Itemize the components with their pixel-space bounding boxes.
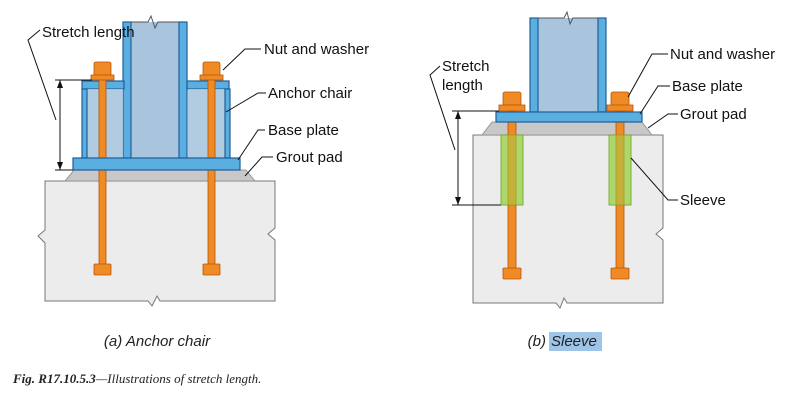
panel-b-column xyxy=(534,18,602,112)
panel-b-leader-sleeve xyxy=(630,157,678,201)
panel-a-label-grout-pad: Grout pad xyxy=(276,149,343,166)
panel-b-subcaption-prefix: (b) xyxy=(528,333,546,350)
panel-a-embedded-nut-left xyxy=(93,263,112,276)
panel-b-subcaption-highlight-text: Sleeve xyxy=(551,333,597,350)
panel-b-sleeve-left-overlay xyxy=(500,134,524,206)
panel-a-leader-nut xyxy=(222,48,261,71)
panel-a-chair-side-right xyxy=(224,88,231,159)
figure-caption-text: —Illustrations of stretch length. xyxy=(95,371,262,386)
panel-b-column-flange-right xyxy=(597,17,607,113)
panel-a-anchor-chair: Stretch length Nut and washer Anchor cha… xyxy=(27,14,369,350)
panel-a-nut-right xyxy=(202,61,221,77)
panel-b-embedded-nut-left xyxy=(502,267,522,280)
panel-b-column-flange-left xyxy=(529,17,539,113)
panel-a-label-base-plate: Base plate xyxy=(268,122,339,139)
panel-a-leader-chair xyxy=(225,92,266,113)
panel-b-washer-left xyxy=(498,104,526,112)
panel-a-rod-left-upper xyxy=(98,71,107,159)
panel-a-chair-side-left xyxy=(81,88,88,159)
panel-a-rod-right-upper xyxy=(207,71,216,159)
panel-a-nut-left xyxy=(93,61,112,77)
panel-a-column-flange-right xyxy=(178,21,188,159)
figure-caption: Fig. R17.10.5.3—Illustrations of stretch… xyxy=(12,371,261,386)
panel-b-dim-arrow-bottom xyxy=(455,197,461,205)
panel-b-leader-grout xyxy=(647,113,678,129)
panel-a-column xyxy=(126,22,183,158)
panel-b-subcaption-highlight xyxy=(549,332,602,351)
panel-a-dim-arrow-top xyxy=(57,80,63,88)
panel-b-leader-stretch xyxy=(429,65,456,151)
panel-a-chair-stiffener-right xyxy=(188,89,226,158)
panel-b-sleeve-right-overlay xyxy=(608,134,632,206)
panel-a-label-anchor-chair: Anchor chair xyxy=(268,85,352,102)
panel-b-label-stretch-line1: Stretch xyxy=(442,58,490,75)
panel-b-washer-right xyxy=(606,104,634,112)
panel-a-leader-base xyxy=(237,129,265,161)
panel-b-label-base-plate: Base plate xyxy=(672,78,743,95)
panel-a-label-nut-and-washer: Nut and washer xyxy=(264,41,369,58)
panel-b-leader-base xyxy=(639,85,670,115)
panel-b-label-sleeve: Sleeve xyxy=(680,192,726,209)
panel-b-label-nut-and-washer: Nut and washer xyxy=(670,46,775,63)
panel-b-embedded-nut-right xyxy=(610,267,630,280)
panel-b-nut-left xyxy=(502,91,522,107)
panel-b-sleeve: Stretch length Nut and washer Base plate… xyxy=(429,10,775,351)
panel-b-leader-nut xyxy=(627,53,668,98)
panel-a-column-flange-left xyxy=(122,21,132,159)
panel-a-washer-left xyxy=(90,74,115,81)
panel-a-grout-pad xyxy=(64,169,256,182)
panel-a-leader-grout xyxy=(244,156,273,177)
panel-b-nut-right xyxy=(610,91,630,107)
panel-a-label-stretch-length: Stretch length xyxy=(42,24,135,41)
figure-caption-number: Fig. R17.10.5.3 xyxy=(12,371,96,386)
panel-a-concrete xyxy=(37,180,276,307)
panel-b-dim-arrow-top xyxy=(455,111,461,119)
panel-a-dim-arrow-bottom xyxy=(57,162,63,170)
panel-a-leader-stretch xyxy=(27,29,57,121)
panel-b-base-plate xyxy=(495,111,643,123)
panel-a-washer-right xyxy=(199,74,224,81)
panel-b-label-stretch-line2: length xyxy=(442,77,483,94)
panel-a-base-plate xyxy=(72,157,241,171)
panel-a-embedded-nut-right xyxy=(202,263,221,276)
panel-b-label-grout-pad: Grout pad xyxy=(680,106,747,123)
panel-b-grout-pad xyxy=(481,121,653,136)
panel-a-subcaption: (a) Anchor chair xyxy=(104,333,211,350)
